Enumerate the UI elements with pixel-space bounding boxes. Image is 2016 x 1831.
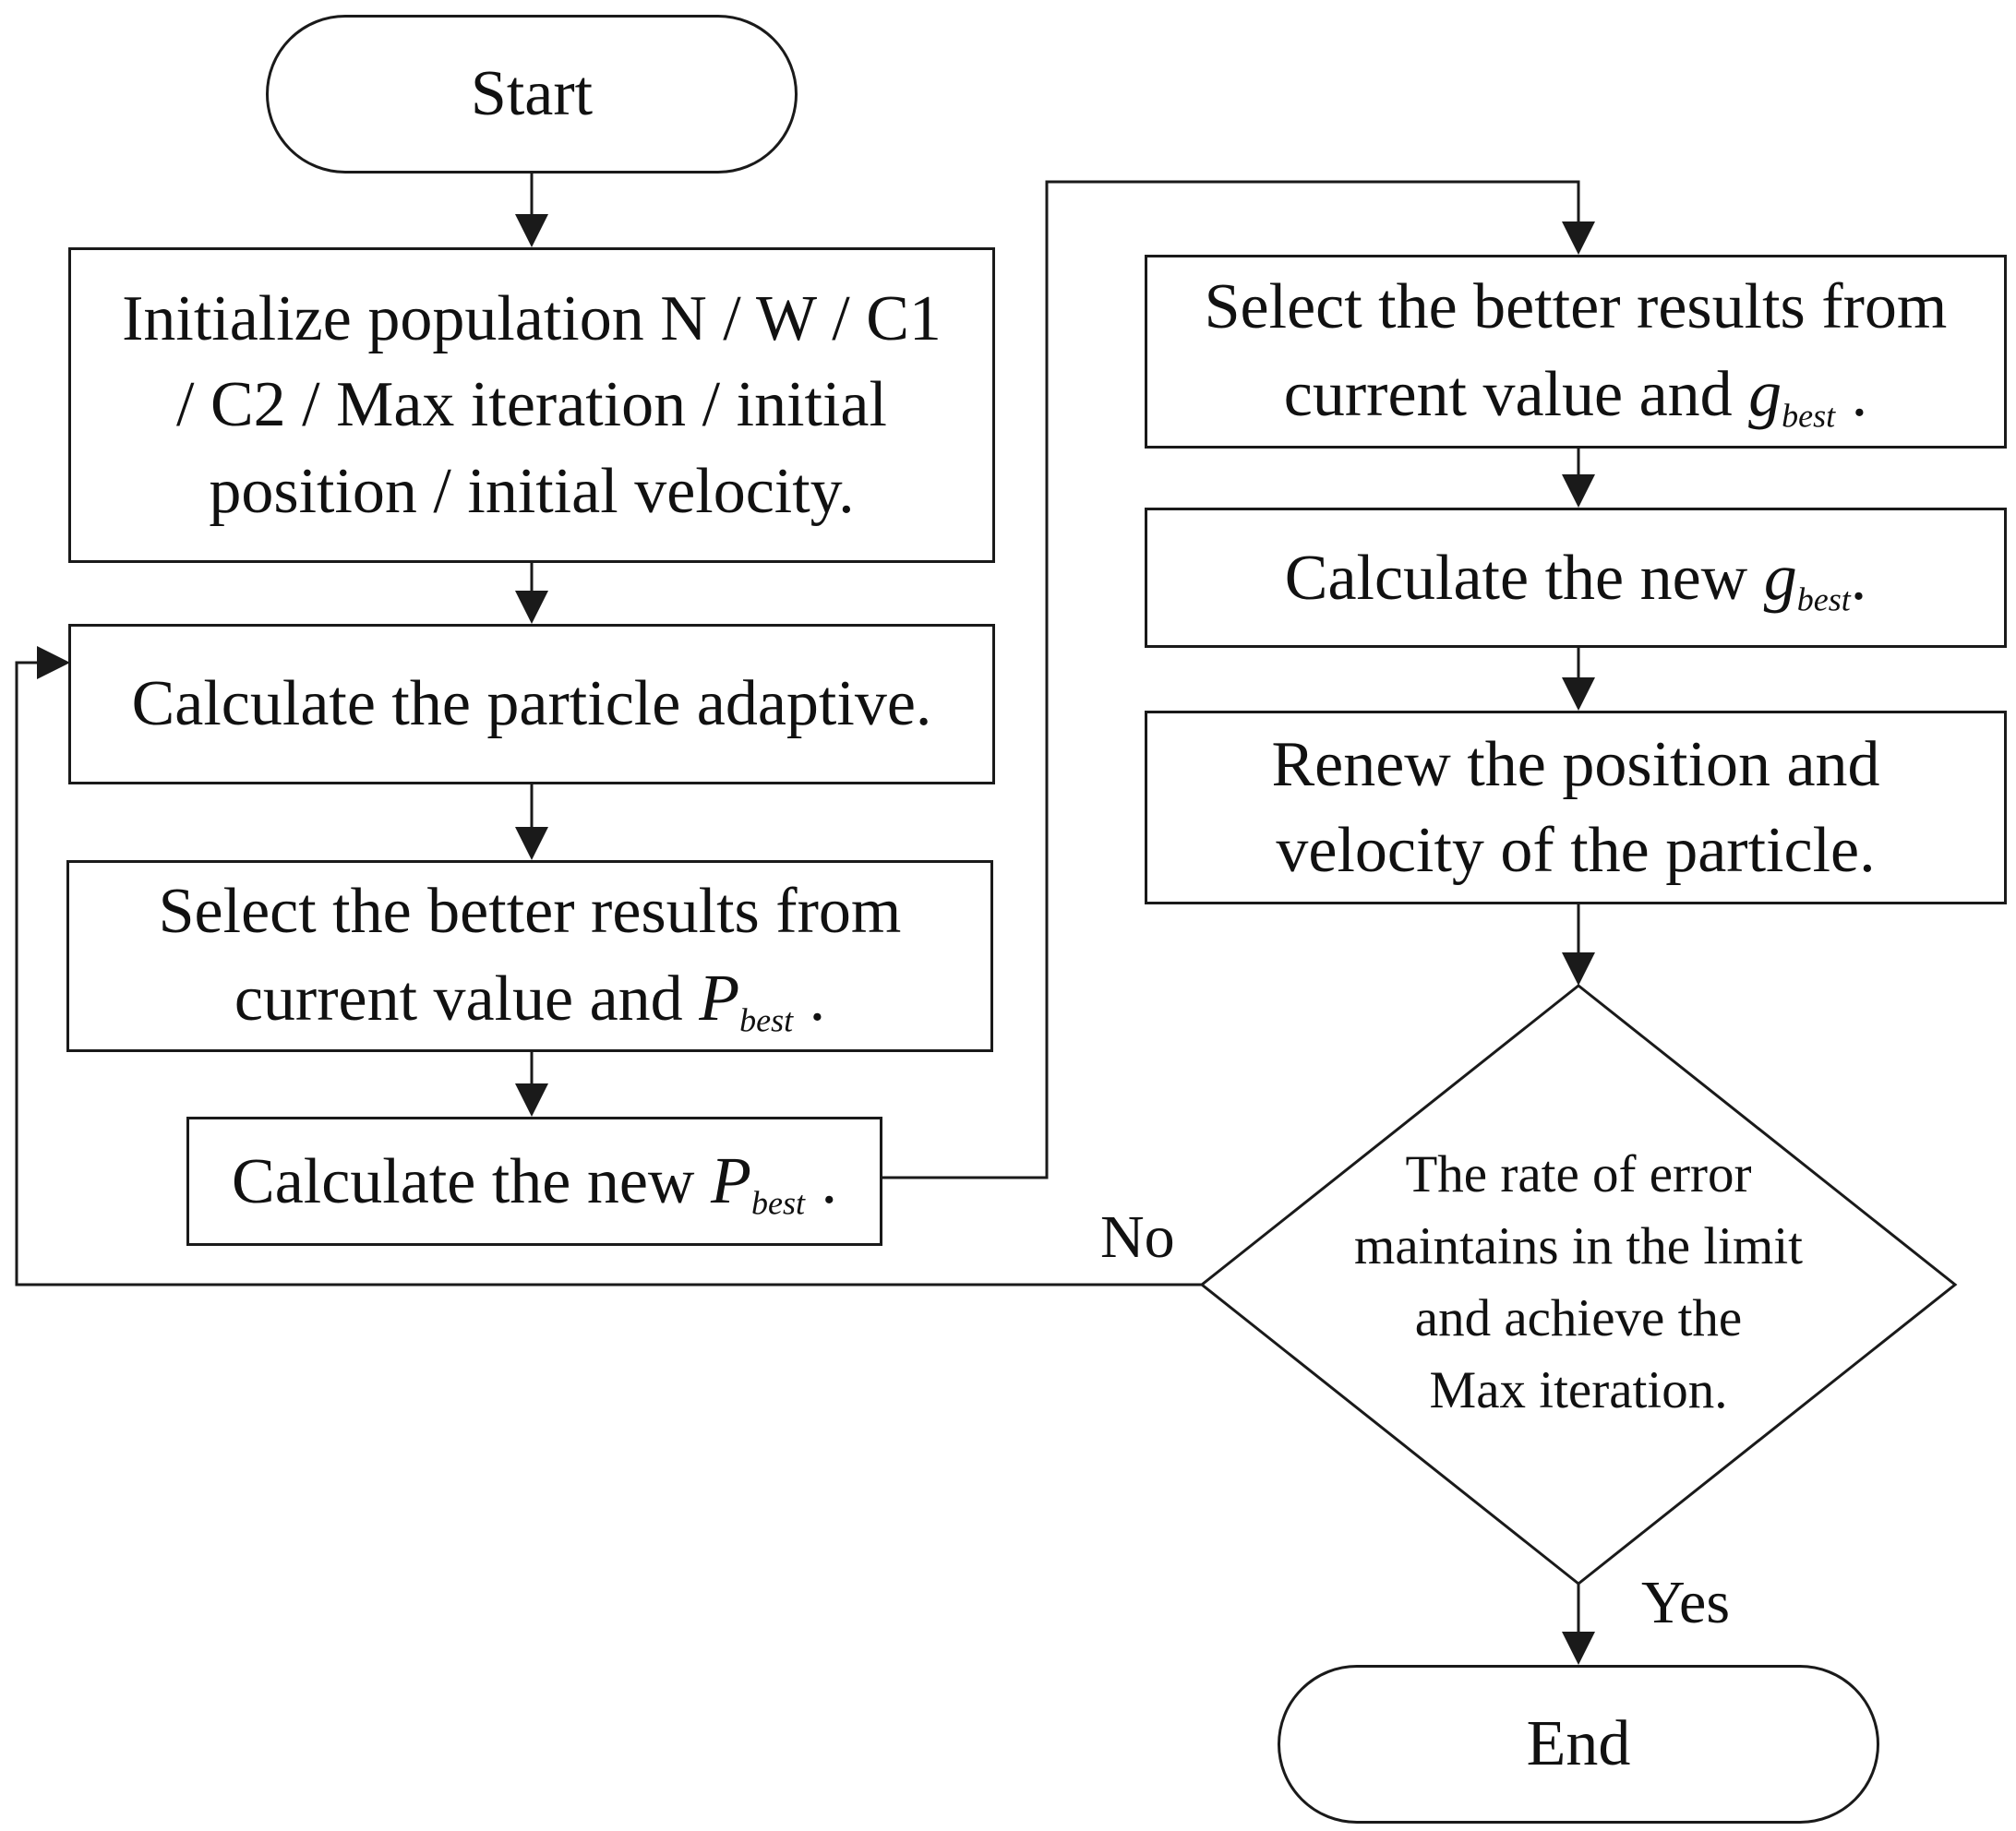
select-pbest-line-2: current value and Pbest . (159, 954, 902, 1043)
end-label: End (1526, 1708, 1631, 1780)
adaptive-step: Calculate the particle adaptive. (68, 624, 995, 784)
arrowhead (1562, 221, 1595, 255)
renew-text: Renew the position and velocity of the p… (1271, 722, 1879, 893)
arrowhead (1562, 1632, 1595, 1665)
arrow-new-pbest-to-select-gbest (882, 180, 1580, 1179)
start-terminal: Start (266, 15, 798, 174)
gbest-subscript: best (1796, 580, 1851, 618)
select-pbest-suffix: . (793, 963, 826, 1035)
initialize-line-3: position / initial velocity. (209, 455, 855, 527)
select-gbest-line-1: Select the better results from (1204, 271, 1948, 343)
gbest-subscript: best (1782, 397, 1836, 435)
start-label: Start (470, 58, 594, 130)
renew-step: Renew the position and velocity of the p… (1145, 711, 2007, 904)
gbest-symbol: g (1763, 539, 1797, 614)
new-gbest-step: Calculate the new gbest. (1145, 508, 2007, 648)
arrowhead (515, 214, 548, 247)
gbest-symbol: g (1748, 356, 1782, 431)
select-gbest-lead: current value and (1283, 359, 1749, 431)
adaptive-label: Calculate the particle adaptive. (131, 668, 932, 740)
pbest-symbol: P (710, 1143, 751, 1217)
initialize-text: Initialize population N / W / C1 / C2 / … (122, 276, 942, 533)
initialize-line-2: / C2 / Max iteration / initial (176, 369, 887, 441)
initialize-line-1: Initialize population N / W / C1 (122, 283, 942, 355)
arrowhead (1562, 677, 1595, 711)
select-pbest-lead: current value and (234, 963, 700, 1035)
select-pbest-line-1: Select the better results from (158, 876, 902, 948)
new-pbest-lead: Calculate the new (232, 1145, 711, 1217)
select-pbest-text: Select the better results from current v… (159, 868, 902, 1044)
decision-line-1: The rate of error (1405, 1144, 1752, 1203)
select-gbest-step: Select the better results from current v… (1145, 255, 2007, 449)
select-gbest-suffix: . (1835, 359, 1868, 431)
decision-line-2: maintains in the limit (1353, 1216, 1804, 1275)
arrowhead (1562, 474, 1595, 508)
arrow-decision-to-adaptive-loop (15, 661, 1202, 1286)
decision-line-3: and achieve the (1414, 1289, 1743, 1347)
pbest-subscript: best (739, 1001, 794, 1039)
initialize-step: Initialize population N / W / C1 / C2 / … (68, 247, 995, 563)
decision-text: The rate of error maintains in the limit… (1311, 1126, 1846, 1440)
yes-branch-label: Yes (1641, 1569, 1731, 1636)
arrowhead (515, 1083, 548, 1117)
decision-line-4: Max iteration. (1429, 1361, 1728, 1420)
renew-line-1: Renew the position and (1271, 728, 1880, 800)
new-gbest-suffix: . (1850, 542, 1867, 614)
select-gbest-line-2: current value and gbest . (1205, 350, 1948, 438)
select-pbest-step: Select the better results from current v… (66, 860, 993, 1052)
select-gbest-text: Select the better results from current v… (1205, 264, 1948, 439)
no-branch-label: No (1100, 1203, 1175, 1271)
arrowhead (515, 591, 548, 624)
renew-line-2: velocity of the particle. (1276, 815, 1876, 886)
arrowhead (1562, 952, 1595, 986)
arrowhead (515, 827, 548, 860)
arrowhead (37, 646, 70, 679)
pbest-symbol: P (699, 961, 740, 1035)
pbest-subscript: best (750, 1184, 805, 1222)
new-gbest-text: Calculate the new gbest. (1285, 533, 1866, 622)
new-pbest-step: Calculate the new Pbest . (186, 1117, 882, 1246)
new-gbest-lead: Calculate the new (1284, 542, 1764, 614)
end-terminal: End (1278, 1665, 1879, 1824)
new-pbest-suffix: . (804, 1145, 837, 1217)
new-pbest-text: Calculate the new Pbest . (232, 1137, 837, 1226)
